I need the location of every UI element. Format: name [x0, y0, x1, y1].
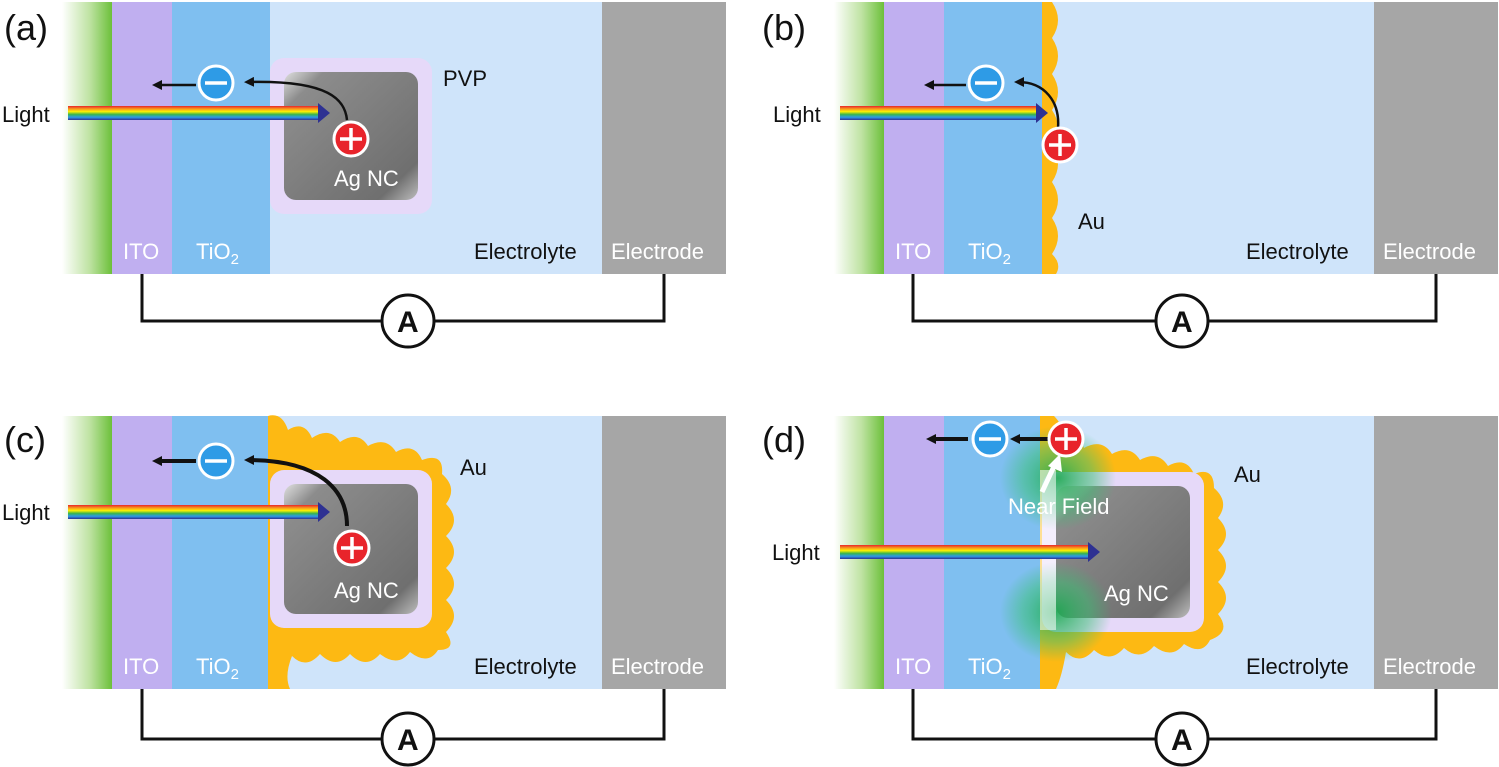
tio2-layer: [172, 2, 270, 274]
ammeter: [380, 293, 436, 349]
light-label: Light: [2, 500, 50, 525]
light-arrowhead: [318, 103, 330, 123]
hole-symbol: [332, 120, 370, 158]
glass-substrate: [62, 2, 112, 274]
gold-label: Au: [1234, 462, 1261, 487]
electrode-layer: [602, 416, 726, 689]
light-beam: [68, 505, 320, 519]
external-circuit: [434, 274, 666, 323]
electrode-layer: [1374, 416, 1498, 689]
glass-substrate: [62, 416, 112, 689]
ito-layer: [884, 2, 944, 274]
tio2-label: TiO2: [196, 654, 239, 683]
near-field-arrowhead: [1048, 454, 1062, 472]
electrode-layer: [1374, 2, 1498, 274]
electron-symbol: [971, 420, 1009, 458]
ito-label: ITO: [895, 239, 931, 264]
ito-layer: [112, 2, 172, 274]
panel-d: (d) Light Au Near Field Ag NC ITO TiO2 E…: [762, 416, 1498, 767]
ammeter: [1154, 711, 1210, 767]
panel-tag: (a): [4, 7, 48, 48]
particle-label: Ag NC: [1104, 581, 1169, 606]
electrolyte-label: Electrolyte: [1246, 654, 1349, 679]
panel-c: (c) Light Au Ag NC ITO TiO2 Electrolyte …: [2, 415, 726, 767]
charge-transfer-path: [244, 76, 349, 121]
electrolyte-label: Electrolyte: [474, 654, 577, 679]
light-label: Light: [2, 102, 50, 127]
charge-transfer-path: [244, 455, 349, 527]
charge-transfer-path: [1014, 77, 1060, 129]
external-circuit: [911, 274, 1156, 323]
ito-label: ITO: [123, 239, 159, 264]
electron-symbol: [197, 64, 235, 102]
particle-label: Ag NC: [334, 166, 399, 191]
light-arrowhead: [318, 502, 330, 522]
panel-tag: (d): [762, 419, 806, 460]
panel-b: (b) Light Au ITO TiO2 Electrolyte Electr…: [762, 2, 1498, 349]
electron-symbol: [967, 64, 1005, 102]
gold-label: Au: [460, 455, 487, 480]
tio2-label: TiO2: [968, 239, 1011, 268]
hole-symbol: [1041, 126, 1079, 164]
external-circuit: [1208, 689, 1438, 741]
ammeter-label: A: [397, 724, 419, 757]
electrode-label: Electrode: [611, 239, 704, 264]
hole-symbol: [333, 529, 371, 567]
electron-symbol: [197, 442, 235, 480]
particle-label: Ag NC: [334, 578, 399, 603]
gold-label: Au: [1078, 209, 1105, 234]
ito-label: ITO: [123, 654, 159, 679]
electrode-label: Electrode: [1383, 239, 1476, 264]
electrode-label: Electrode: [611, 654, 704, 679]
pvp-label: PVP: [443, 66, 487, 91]
ito-layer: [112, 416, 172, 689]
panel-a: (a) Light PVP Ag NC ITO TiO2 Electrolyte…: [2, 2, 726, 349]
ito-label: ITO: [895, 654, 931, 679]
glass-substrate: [834, 2, 884, 274]
ammeter-label: A: [1171, 724, 1193, 757]
electrolyte-label: Electrolyte: [474, 239, 577, 264]
tio2-layer: [944, 2, 1042, 274]
ammeter: [1154, 293, 1210, 349]
light-label: Light: [773, 102, 821, 127]
light-beam: [840, 545, 1090, 559]
electrode-label: Electrode: [1383, 654, 1476, 679]
light-arrowhead: [1036, 103, 1048, 123]
tio2-label: TiO2: [196, 239, 239, 268]
electrolyte-label: Electrolyte: [1246, 239, 1349, 264]
hole-symbol: [1047, 420, 1085, 458]
light-arrowhead: [1088, 542, 1100, 562]
panel-tag: (c): [4, 419, 46, 460]
light-beam: [840, 106, 1038, 120]
panel-tag: (b): [762, 7, 806, 48]
near-field-hotspot: [1000, 426, 1116, 530]
ammeter-label: A: [1171, 306, 1193, 339]
ammeter: [380, 711, 436, 767]
electrolyte-region: [1042, 2, 1374, 274]
light-label: Light: [772, 540, 820, 565]
external-circuit: [911, 689, 1156, 741]
ammeter-label: A: [397, 306, 419, 339]
tio2-label: TiO2: [968, 654, 1011, 683]
external-circuit: [434, 689, 666, 741]
light-beam: [68, 106, 320, 120]
external-circuit: [140, 689, 382, 741]
near-field-label: Near Field: [1008, 494, 1109, 519]
electrode-layer: [602, 2, 726, 274]
external-circuit: [140, 274, 382, 323]
external-circuit: [1208, 274, 1438, 323]
